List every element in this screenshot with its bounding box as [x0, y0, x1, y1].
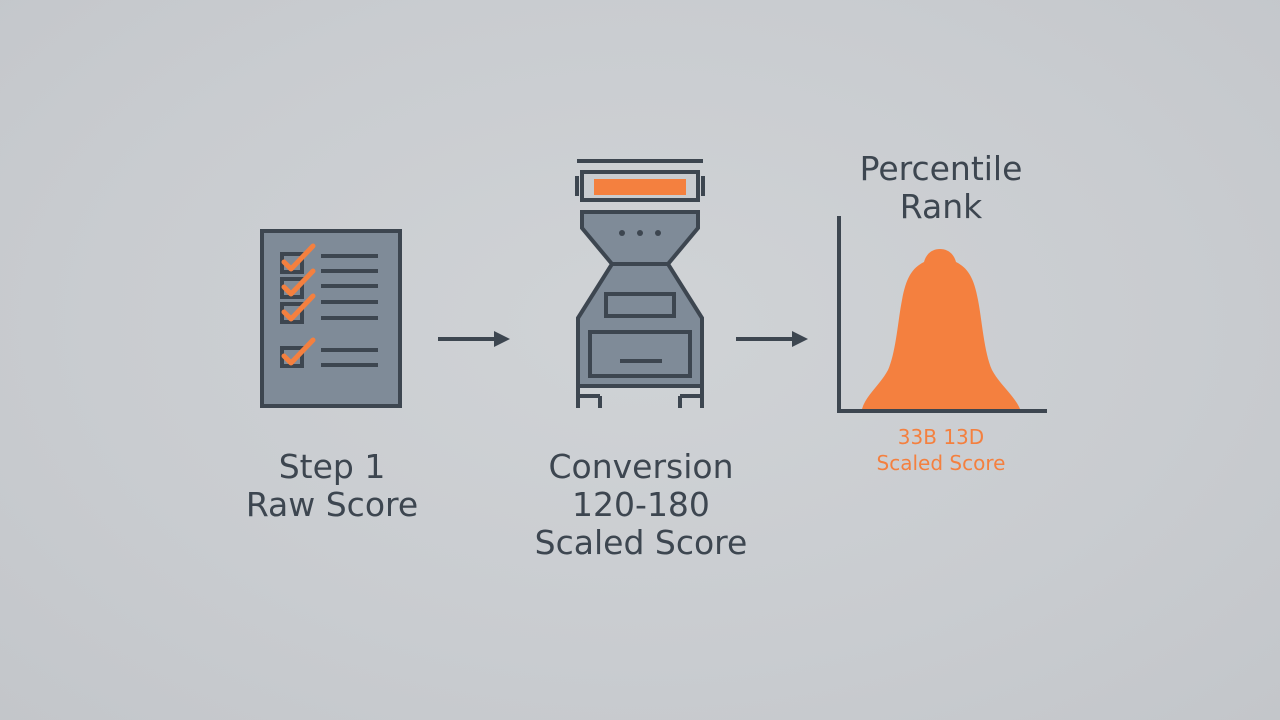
percentile-scaled-score-label: Scaled Score — [876, 451, 1006, 475]
percentile-label: Percentile — [859, 149, 1023, 188]
percentile-rank-title: Percentile Rank — [860, 150, 1023, 226]
arrow-right-icon — [438, 331, 510, 347]
step-label: Step 1 — [278, 447, 386, 486]
raw-score-caption: Step 1 Raw Score — [246, 448, 418, 524]
conversion-label: Conversion — [548, 447, 734, 486]
scoring-machine-icon — [575, 159, 705, 408]
arrow-right-icon — [736, 331, 808, 347]
rank-label: Rank — [899, 186, 983, 226]
scale-range-label: 120-180 — [572, 484, 710, 524]
bell-curve-icon — [837, 216, 1047, 413]
raw-score-label: Raw Score — [245, 484, 419, 524]
percentile-caption: 33B 13D Scaled Score — [877, 424, 1006, 476]
percentile-value-label: 33B 13D — [897, 425, 985, 449]
conversion-caption: Conversion 120-180 Scaled Score — [535, 448, 748, 562]
scaled-score-label: Scaled Score — [534, 522, 748, 562]
checklist-icon — [260, 229, 402, 408]
